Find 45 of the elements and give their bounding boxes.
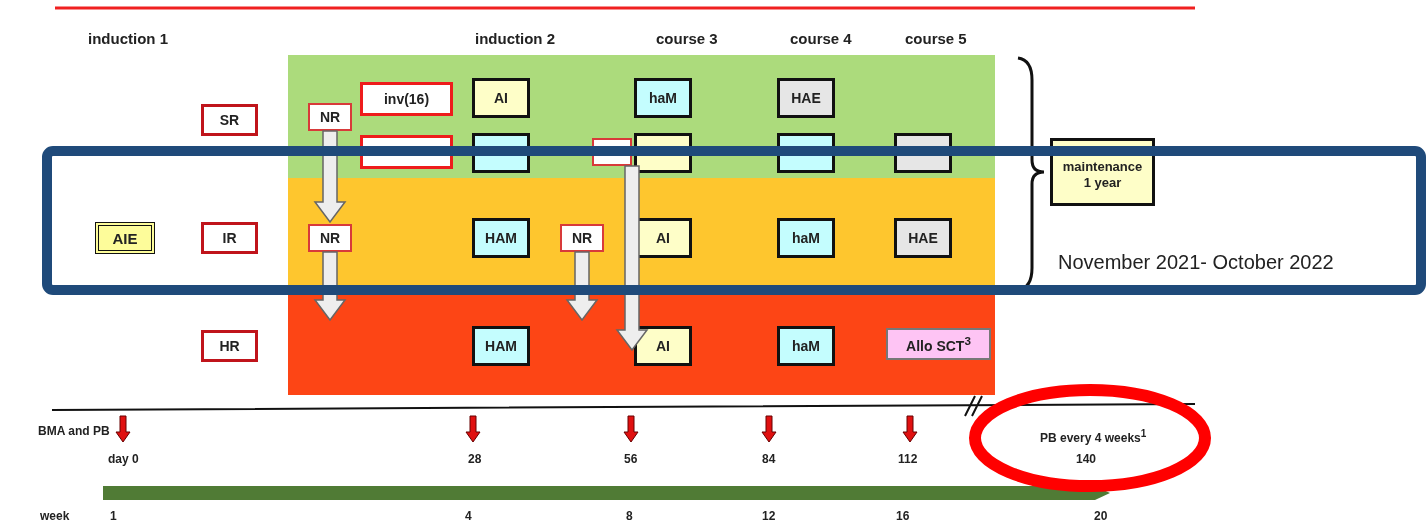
risk-band xyxy=(288,292,995,395)
therapy-box: Allo SCT$^{3}$ xyxy=(886,328,991,360)
phase-heading: course 4 xyxy=(790,30,852,47)
therapy-box: AIE xyxy=(95,222,155,254)
risk-group-box: HR xyxy=(201,330,258,362)
risk-group-box: SR xyxy=(201,104,258,136)
response-box: NR xyxy=(308,224,352,252)
timeline-label: 20 xyxy=(1094,509,1108,523)
timeline-label: 28 xyxy=(468,452,482,466)
therapy-box: HAE xyxy=(894,218,952,258)
phase-heading: induction 1 xyxy=(88,30,168,47)
block-arrow xyxy=(565,251,599,322)
therapy-box: HAM xyxy=(472,326,530,366)
phase-heading: course 3 xyxy=(656,30,718,47)
block-arrow xyxy=(313,130,347,224)
response-box: NR xyxy=(560,224,604,252)
block-arrow xyxy=(615,165,649,352)
timeline-label: 8 xyxy=(626,509,633,523)
timeline-label: 84 xyxy=(762,452,776,466)
timeline-label: PB every 4 weeks$^{1}$ xyxy=(1040,428,1147,445)
therapy-box: HAM xyxy=(472,218,530,258)
response-box: NR xyxy=(308,103,352,131)
therapy-box: haM xyxy=(777,326,835,366)
therapy-box: haM xyxy=(634,78,692,118)
therapy-box: HAE xyxy=(777,78,835,118)
timeline-label: 1 xyxy=(110,509,117,523)
therapy-box: haM xyxy=(777,218,835,258)
subgroup-box: inv(16) xyxy=(360,82,453,116)
timeline-label: 4 xyxy=(465,509,472,523)
therapy-box: AI xyxy=(472,78,530,118)
timeline-label: 112 xyxy=(898,452,918,466)
timeline-label: 12 xyxy=(762,509,776,523)
phase-heading: induction 2 xyxy=(475,30,555,47)
therapy-box: AI xyxy=(634,326,692,366)
date-range-label: November 2021- October 2022 xyxy=(1058,251,1334,274)
timeline-label: week xyxy=(40,509,70,523)
timeline-label: 140 xyxy=(1076,452,1097,466)
phase-heading: course 5 xyxy=(905,30,967,47)
timeline-label: 16 xyxy=(896,509,910,523)
timeline-label: day 0 xyxy=(108,452,139,466)
risk-band xyxy=(288,55,995,178)
timeline-label: 56 xyxy=(624,452,638,466)
risk-group-box: IR xyxy=(201,222,258,254)
block-arrow xyxy=(313,251,347,322)
timeline-label: BMA and PB xyxy=(38,424,110,438)
